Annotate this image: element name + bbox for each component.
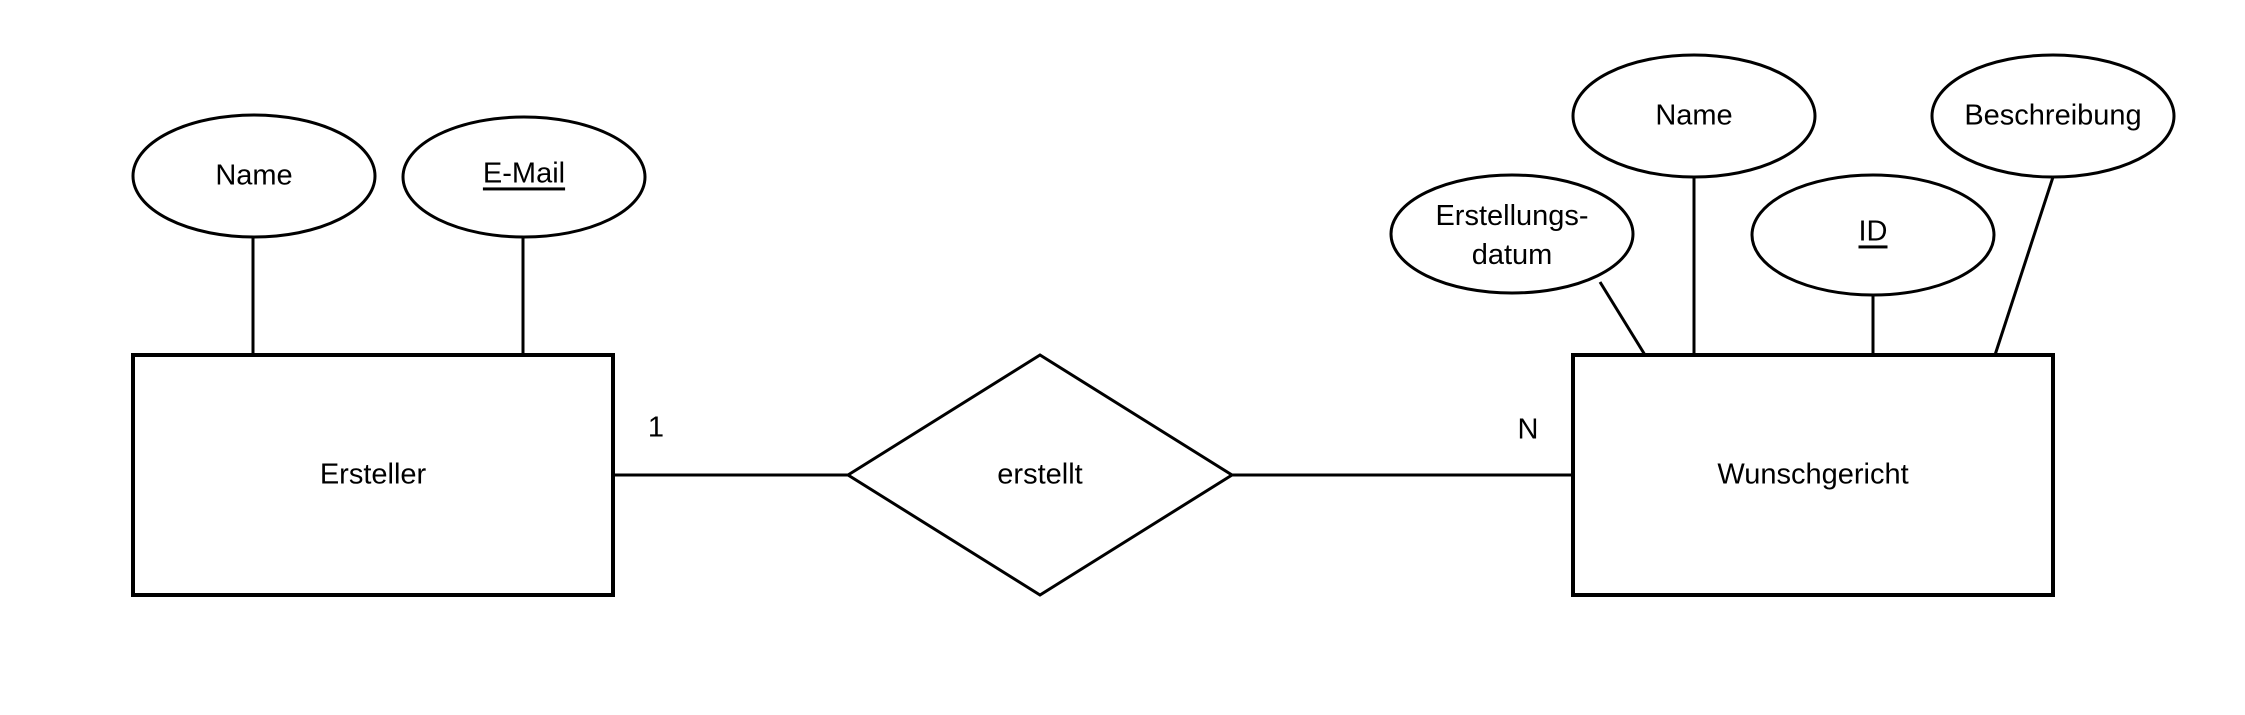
beschreibung-attribute-ellipse	[1930, 53, 2176, 179]
relationship-label-erstellt: erstellt	[997, 458, 1083, 491]
attribute-label-email: E-Mail	[482, 157, 566, 190]
erstellt-relationship-diamond	[845, 353, 1235, 597]
attribute-label-erstellungsdatum: Erstellungs- datum	[1402, 197, 1622, 275]
erstellungsdatum-attribute-ellipse	[1389, 173, 1635, 295]
attribute-label-erstellungsdatum-line2: datum	[1471, 239, 1553, 271]
attribute-label-beschreibung: Beschreibung	[1964, 99, 2142, 132]
cardinality-label-n: N	[1517, 413, 1539, 446]
ersteller-entity-box	[131, 353, 615, 597]
connector-erstellungsdatum-to-wunschgericht	[1598, 281, 1647, 356]
attribute-label-name-ersteller: Name	[215, 159, 293, 192]
name-attribute-ellipse-wunschgericht	[1571, 53, 1817, 179]
attribute-label-name-wunschgericht: Name	[1655, 99, 1733, 132]
email-attribute-ellipse	[401, 115, 647, 239]
wunschgericht-entity-box	[1571, 353, 2055, 597]
attribute-label-id: ID	[1858, 215, 1888, 248]
cardinality-label-1: 1	[647, 411, 665, 444]
entity-label-ersteller: Ersteller	[319, 458, 427, 491]
entity-label-wunschgericht: Wunschgericht	[1717, 458, 1909, 491]
connector-beschreibung-to-wunschgericht	[1993, 176, 2055, 356]
attribute-label-erstellungsdatum-line1: Erstellungs-	[1435, 199, 1589, 232]
id-attribute-ellipse	[1750, 173, 1996, 297]
name-attribute-ellipse-ersteller	[131, 113, 377, 239]
